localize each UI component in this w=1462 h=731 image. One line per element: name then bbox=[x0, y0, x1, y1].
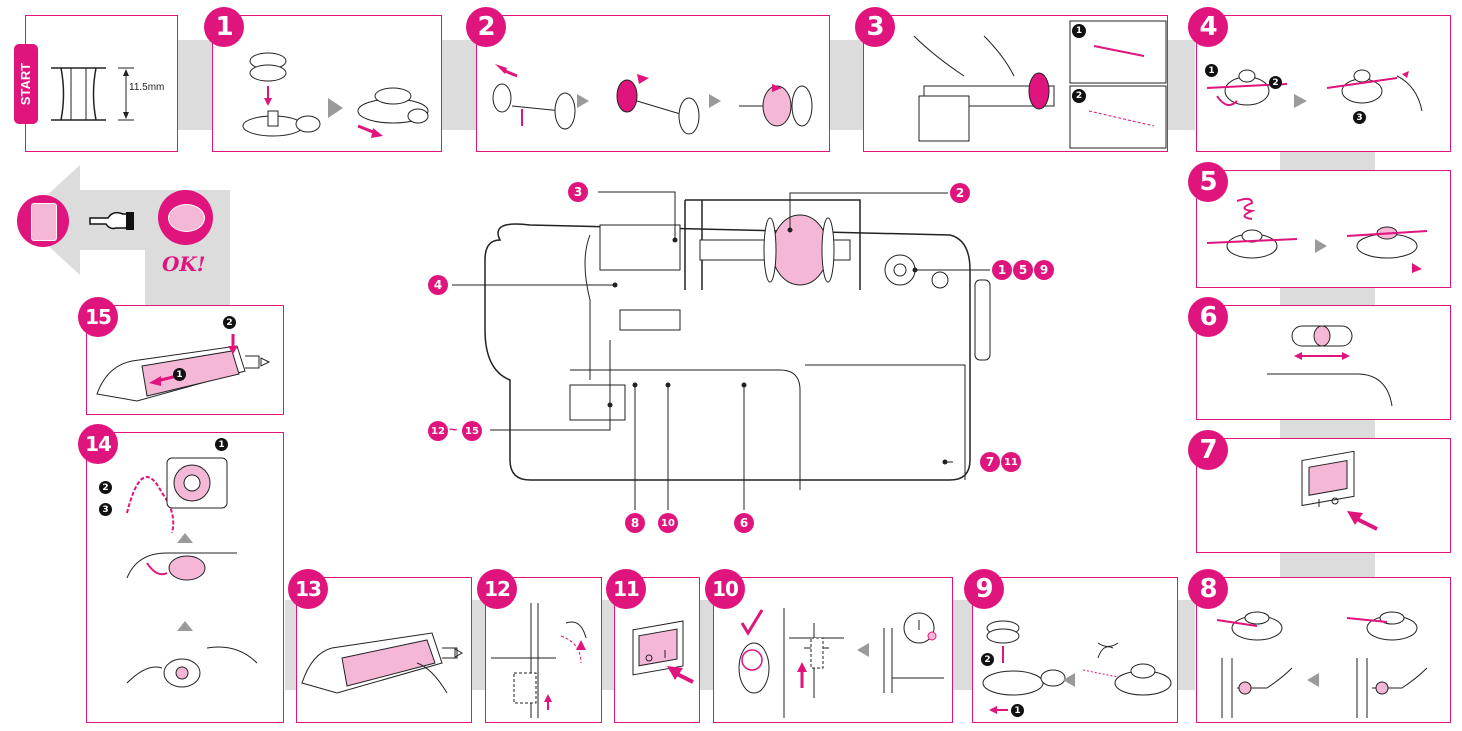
step-badge-11: 11 bbox=[606, 569, 646, 609]
callout-2: 2 bbox=[950, 183, 970, 203]
step-badge-5: 5 bbox=[1188, 162, 1228, 202]
step-badge-2: 2 bbox=[466, 7, 506, 47]
bobbin-insertion-drawing bbox=[126, 457, 258, 688]
panel-step-9: 2 1 bbox=[972, 577, 1178, 723]
step-badge-4: 4 bbox=[1188, 7, 1228, 47]
start-tab bbox=[14, 44, 38, 124]
wound-bobbin-icon bbox=[158, 190, 213, 245]
p4-marker-1: 1 bbox=[1205, 64, 1218, 77]
p9-marker-1: 1 bbox=[1011, 704, 1024, 717]
thread-cut-drawing bbox=[982, 620, 1172, 714]
p9-marker-2: 2 bbox=[981, 653, 994, 666]
step-badge-6: 6 bbox=[1188, 297, 1228, 337]
p14-marker-3: 3 bbox=[99, 503, 112, 516]
p15-marker-1: 1 bbox=[173, 368, 186, 381]
callout-9: 9 bbox=[1034, 260, 1054, 280]
step-badge-3: 3 bbox=[855, 7, 895, 47]
panel-step-5 bbox=[1196, 170, 1451, 288]
step-badge-15: 15 bbox=[78, 297, 118, 337]
step-badge-14: 14 bbox=[78, 424, 118, 464]
callout-6: 6 bbox=[734, 513, 754, 533]
step-badge-1: 1 bbox=[204, 7, 244, 47]
spool-placement-drawing bbox=[492, 64, 813, 135]
p3-marker-2: 2 bbox=[1072, 89, 1086, 103]
bobbin-on-winder-drawing bbox=[242, 52, 429, 138]
callout-4: 4 bbox=[428, 275, 448, 295]
full-bobbin-icon bbox=[17, 195, 69, 247]
panel-step-14: 1 2 3 bbox=[86, 432, 284, 723]
callout-1: 1 bbox=[992, 260, 1012, 280]
panel-step-1 bbox=[212, 15, 442, 152]
p4-marker-3: 3 bbox=[1353, 111, 1366, 124]
p3-marker-1: 1 bbox=[1072, 24, 1086, 38]
panel-step-4: 1 2 3 bbox=[1196, 15, 1451, 152]
p14-marker-1: 1 bbox=[215, 438, 228, 451]
bobbin-winder-thread-drawing bbox=[1206, 69, 1423, 112]
p14-marker-2: 2 bbox=[99, 481, 112, 494]
callout-range-sep: ~ bbox=[449, 421, 458, 437]
bobbin-cover-close-drawing bbox=[96, 334, 271, 402]
bobbin-winding-drawing bbox=[1206, 197, 1428, 273]
presser-foot-drawing bbox=[491, 603, 587, 718]
power-switch-on-drawing bbox=[1301, 450, 1378, 531]
panel-step-2 bbox=[476, 15, 830, 152]
p15-marker-2: 2 bbox=[223, 316, 236, 329]
step-badge-10: 10 bbox=[705, 569, 745, 609]
step-badge-7: 7 bbox=[1188, 430, 1228, 470]
p4-marker-2: 2 bbox=[1269, 76, 1282, 89]
start-panel: START 11.5mm bbox=[14, 15, 178, 152]
panel-step-7 bbox=[1196, 438, 1451, 553]
sewing-machine-drawing bbox=[484, 199, 991, 490]
step-badge-13: 13 bbox=[288, 569, 328, 609]
callout-5: 5 bbox=[1013, 260, 1033, 280]
panel-step-10 bbox=[713, 577, 953, 723]
step-badge-12: 12 bbox=[477, 569, 517, 609]
callout-7: 7 bbox=[980, 452, 1000, 472]
panel-step-13 bbox=[296, 577, 472, 723]
ok-label: OK! bbox=[162, 252, 206, 276]
panel-step-6 bbox=[1196, 305, 1451, 420]
power-switch-off-drawing bbox=[632, 620, 694, 684]
step-badge-8: 8 bbox=[1188, 569, 1228, 609]
bobbin-cover-drawing bbox=[301, 632, 464, 694]
callout-3: 3 bbox=[568, 182, 588, 202]
bobbin-height-label: 11.5mm bbox=[129, 82, 165, 93]
pointing-hand-icon bbox=[88, 208, 138, 232]
winder-shaft-slide-drawing bbox=[1267, 325, 1393, 407]
needle-raise-drawing bbox=[738, 608, 944, 718]
callout-11: 11 bbox=[1001, 452, 1021, 472]
panel-step-15: 2 1 bbox=[86, 305, 284, 415]
panel-step-3: 1 2 bbox=[863, 15, 1168, 152]
bobbin-drawing bbox=[51, 67, 134, 121]
callout-8: 8 bbox=[625, 513, 645, 533]
thread-guide-drawing bbox=[913, 20, 1167, 149]
step-badge-9: 9 bbox=[964, 569, 1004, 609]
bobbin-removal-drawing bbox=[1216, 611, 1428, 718]
callout-10: 10 bbox=[658, 513, 678, 533]
callout-12: 12 bbox=[428, 421, 448, 441]
panel-step-8 bbox=[1196, 577, 1451, 723]
callout-15: 15 bbox=[462, 421, 482, 441]
